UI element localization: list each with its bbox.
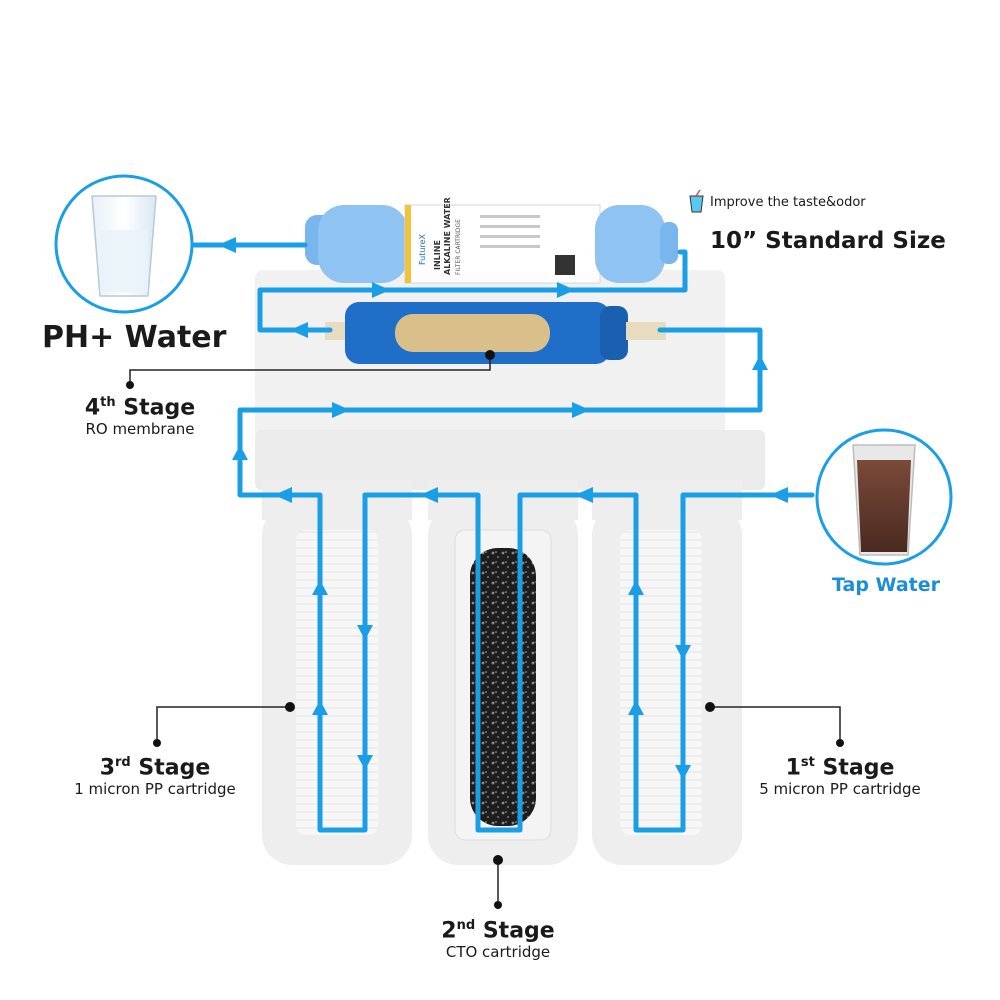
tap-water-glass [815,428,953,566]
stage-3-label: 3rd Stage 1 micron PP cartridge [74,755,236,799]
housing-stage-3 [262,505,412,865]
flow-arrow-icon [332,402,350,418]
housing-stage-1 [592,505,742,865]
flow-arrow-icon [218,237,236,253]
flow-arrows [218,237,788,780]
flow-arrow-icon [312,700,328,715]
callout-lines [129,355,841,905]
inline-line1: INLINE [433,240,442,270]
stage-1-label: 1st Stage 5 micron PP cartridge [759,755,921,799]
inline-line2: ALKALINE WATER [443,197,452,275]
flow-arrow-icon [675,645,691,660]
flow-arrow-icon [628,580,644,595]
flow-arrow-icon [572,402,590,418]
flow-arrow-icon [312,580,328,595]
flow-arrow-icon [357,755,373,770]
cup-icon [689,189,704,213]
ro-membrane [325,302,666,364]
stage-4-label: 4th Stage RO membrane [84,395,196,439]
flow-arrow-icon [752,355,768,370]
flow-arrow-icon [557,282,575,298]
flow-arrow-icon [372,282,390,298]
stage-2-label: 2nd Stage CTO cartridge [441,918,555,962]
housing-stage-2 [428,505,578,865]
ph-water-glass [54,174,194,314]
flow-arrow-icon [420,487,438,503]
flow-arrow-icon [274,487,292,503]
inline-line3: FILTER CARTRIDGE [455,219,462,275]
inline-alkaline-filter: FutureX INLINE ALKALINE WATER FILTER CAR… [305,197,678,284]
flow-arrow-icon [357,625,373,640]
standard-size-label: 10” Standard Size [710,228,946,254]
improve-taste-label: Improve the taste&odor [710,195,866,210]
inline-brand: FutureX [418,234,427,265]
flow-arrow-icon [232,445,248,460]
flow-arrow-icon [628,700,644,715]
flow-arrow-icon [770,487,788,503]
ph-water-label: PH+ Water [42,320,227,355]
flow-arrow-icon [290,322,308,338]
callout-dots [126,350,844,909]
flow-arrow-icon [575,487,593,503]
tap-water-label: Tap Water [832,574,940,596]
flow-arrow-icon [675,765,691,780]
